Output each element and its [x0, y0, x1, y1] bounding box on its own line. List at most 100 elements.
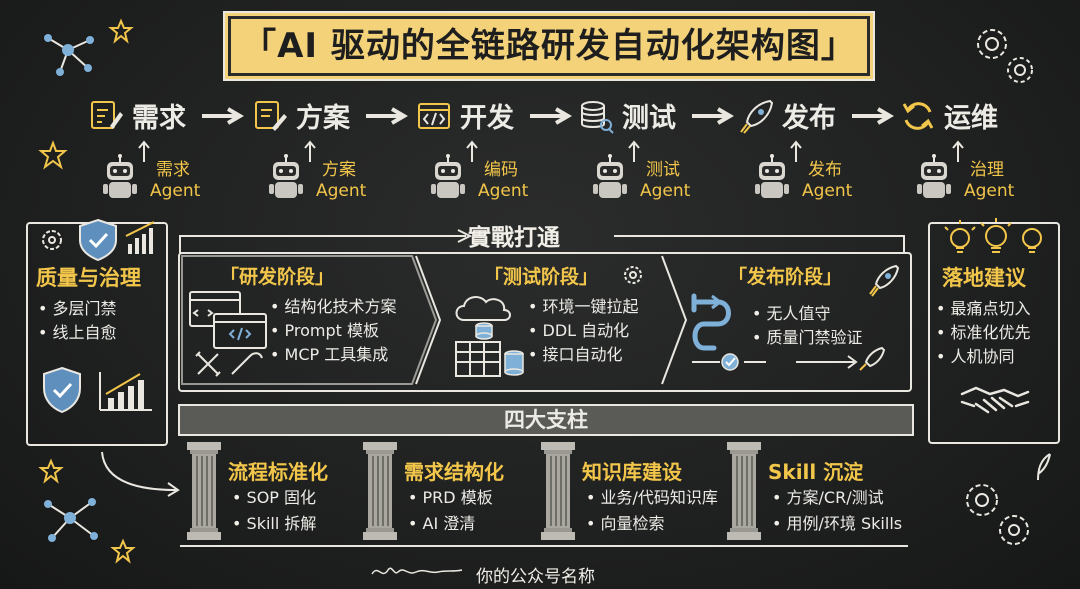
pipeline-flow-icon — [691, 293, 886, 371]
list-item: 人机协同 — [936, 345, 1031, 369]
flow-stage-3: 开发 — [416, 96, 576, 136]
robot-icon — [103, 154, 137, 198]
flow-stage-label: 开发 — [460, 103, 514, 134]
left-panel-title: 质量与治理 — [36, 266, 141, 290]
list-item: DDL 自动化 — [528, 319, 639, 343]
phase-title-release: 「发布阶段」 — [728, 266, 843, 288]
agent-name: 治理 — [970, 160, 1004, 180]
gear-doodle-icon — [977, 29, 1033, 83]
arrow-right-icon — [852, 107, 894, 125]
list-item: 质量门禁验证 — [752, 326, 863, 350]
list-item: 结构化技术方案 — [270, 295, 397, 319]
agent-suffix: Agent — [478, 181, 529, 201]
list-item: Prompt 模板 — [270, 319, 397, 343]
agent-suffix: Agent — [802, 181, 853, 201]
arrow-right-icon — [366, 107, 408, 125]
list-item: PRD 模板 — [408, 486, 493, 510]
refresh-icon — [902, 102, 934, 130]
pillar-column-icon — [187, 442, 221, 540]
implementation-panel — [928, 222, 1060, 444]
star-doodle-icon — [38, 458, 64, 484]
lightbulb-icon — [944, 218, 1042, 253]
list-item: 业务/代码知识库 — [586, 486, 718, 510]
list-item: 无人值守 — [752, 302, 863, 326]
flow-stage-label: 需求 — [132, 103, 186, 134]
arrow-right-icon — [530, 107, 572, 125]
list-item: 用例/环境 Skills — [772, 512, 903, 536]
list-item: 接口自动化 — [528, 343, 639, 367]
rocket-icon — [869, 264, 900, 297]
quality-icons — [42, 218, 155, 262]
agent-name: 编码 — [484, 160, 518, 180]
shield-chart-icon — [43, 366, 152, 414]
gear-icon — [624, 266, 642, 284]
list-item: 方案/CR/测试 — [772, 486, 884, 510]
list-item: 最痛点切入 — [936, 297, 1031, 321]
footer-account-name: 你的公众号名称 — [476, 567, 595, 587]
code-windows-icon — [189, 291, 267, 377]
pillar-title: 流程标准化 — [228, 460, 328, 484]
flow-stage-label: 测试 — [622, 103, 676, 134]
phase-title-test: 「测试阶段」 — [484, 266, 599, 288]
pillars-base — [180, 545, 908, 547]
list-item: 线上自愈 — [38, 321, 117, 345]
pillars-banner: 四大支柱 — [178, 404, 914, 436]
flow-stage-label: 运维 — [944, 103, 998, 134]
robot-icon — [269, 154, 303, 198]
right-panel-title: 落地建议 — [942, 266, 1026, 290]
pillar-1: 流程标准化SOP 固化Skill 拆解 — [186, 440, 370, 544]
list-item: 向量检索 — [586, 512, 665, 536]
arrow-up-icon — [304, 140, 316, 162]
phase-list-dev: 结构化技术方案 Prompt 模板 MCP 工具集成 — [270, 295, 397, 367]
phases-container — [178, 252, 912, 392]
handshake-icon — [960, 386, 1030, 414]
network-doodle-icon — [44, 34, 94, 76]
cloud-database-icon — [455, 296, 524, 377]
pillars-title: 四大支柱 — [504, 408, 588, 432]
list-item: AI 澄清 — [408, 512, 476, 536]
feather-doodle-icon — [1037, 453, 1051, 481]
flow-stage-4: 测试 — [578, 96, 738, 136]
agent-name: 需求 — [156, 160, 190, 180]
phase-list-test: 环境一键拉起 DDL 自动化 接口自动化 — [528, 295, 639, 367]
pillar-column-icon — [363, 442, 397, 540]
code-window-icon — [418, 103, 450, 129]
flow-stage-label: 发布 — [782, 103, 836, 134]
gear-doodle-icon — [966, 484, 1029, 545]
list-item: 标准化优先 — [936, 321, 1031, 345]
robot-icon — [917, 154, 951, 198]
arrow-up-icon — [628, 140, 640, 162]
robot-icon — [431, 154, 465, 198]
arrow-right-icon — [692, 107, 734, 125]
agent-suffix: Agent — [640, 181, 691, 201]
arrow-up-icon — [952, 140, 964, 162]
practice-arrow — [179, 229, 905, 254]
title-banner: 「AI 驱动的全链路研发自动化架构图」 — [228, 16, 870, 76]
agent-suffix: Agent — [316, 181, 367, 201]
pillar-column-icon — [727, 442, 761, 540]
pillar-title: 知识库建设 — [582, 460, 682, 484]
signature-icon — [371, 567, 463, 575]
pillar-title: 需求结构化 — [404, 460, 504, 484]
list-item: 多层门禁 — [38, 297, 117, 321]
pillar-3: 知识库建设业务/代码知识库向量检索 — [540, 440, 724, 544]
flow-stage-label: 方案 — [296, 103, 350, 134]
star-doodle-icon — [108, 18, 134, 44]
rocket-icon — [740, 99, 774, 134]
pillar-4: Skill 沉淀方案/CR/测试用例/环境 Skills — [726, 440, 910, 544]
pillar-column-icon — [541, 442, 575, 540]
pillar-2: 需求结构化PRD 模板AI 澄清 — [362, 440, 546, 544]
star-doodle-icon — [38, 140, 68, 170]
phase-list-release: 无人值守 质量门禁验证 — [752, 302, 863, 350]
flow-stage-6: 运维 — [900, 96, 1060, 136]
arrow-up-icon — [790, 140, 802, 162]
robot-icon — [755, 154, 789, 198]
list-item: SOP 固化 — [232, 486, 317, 510]
